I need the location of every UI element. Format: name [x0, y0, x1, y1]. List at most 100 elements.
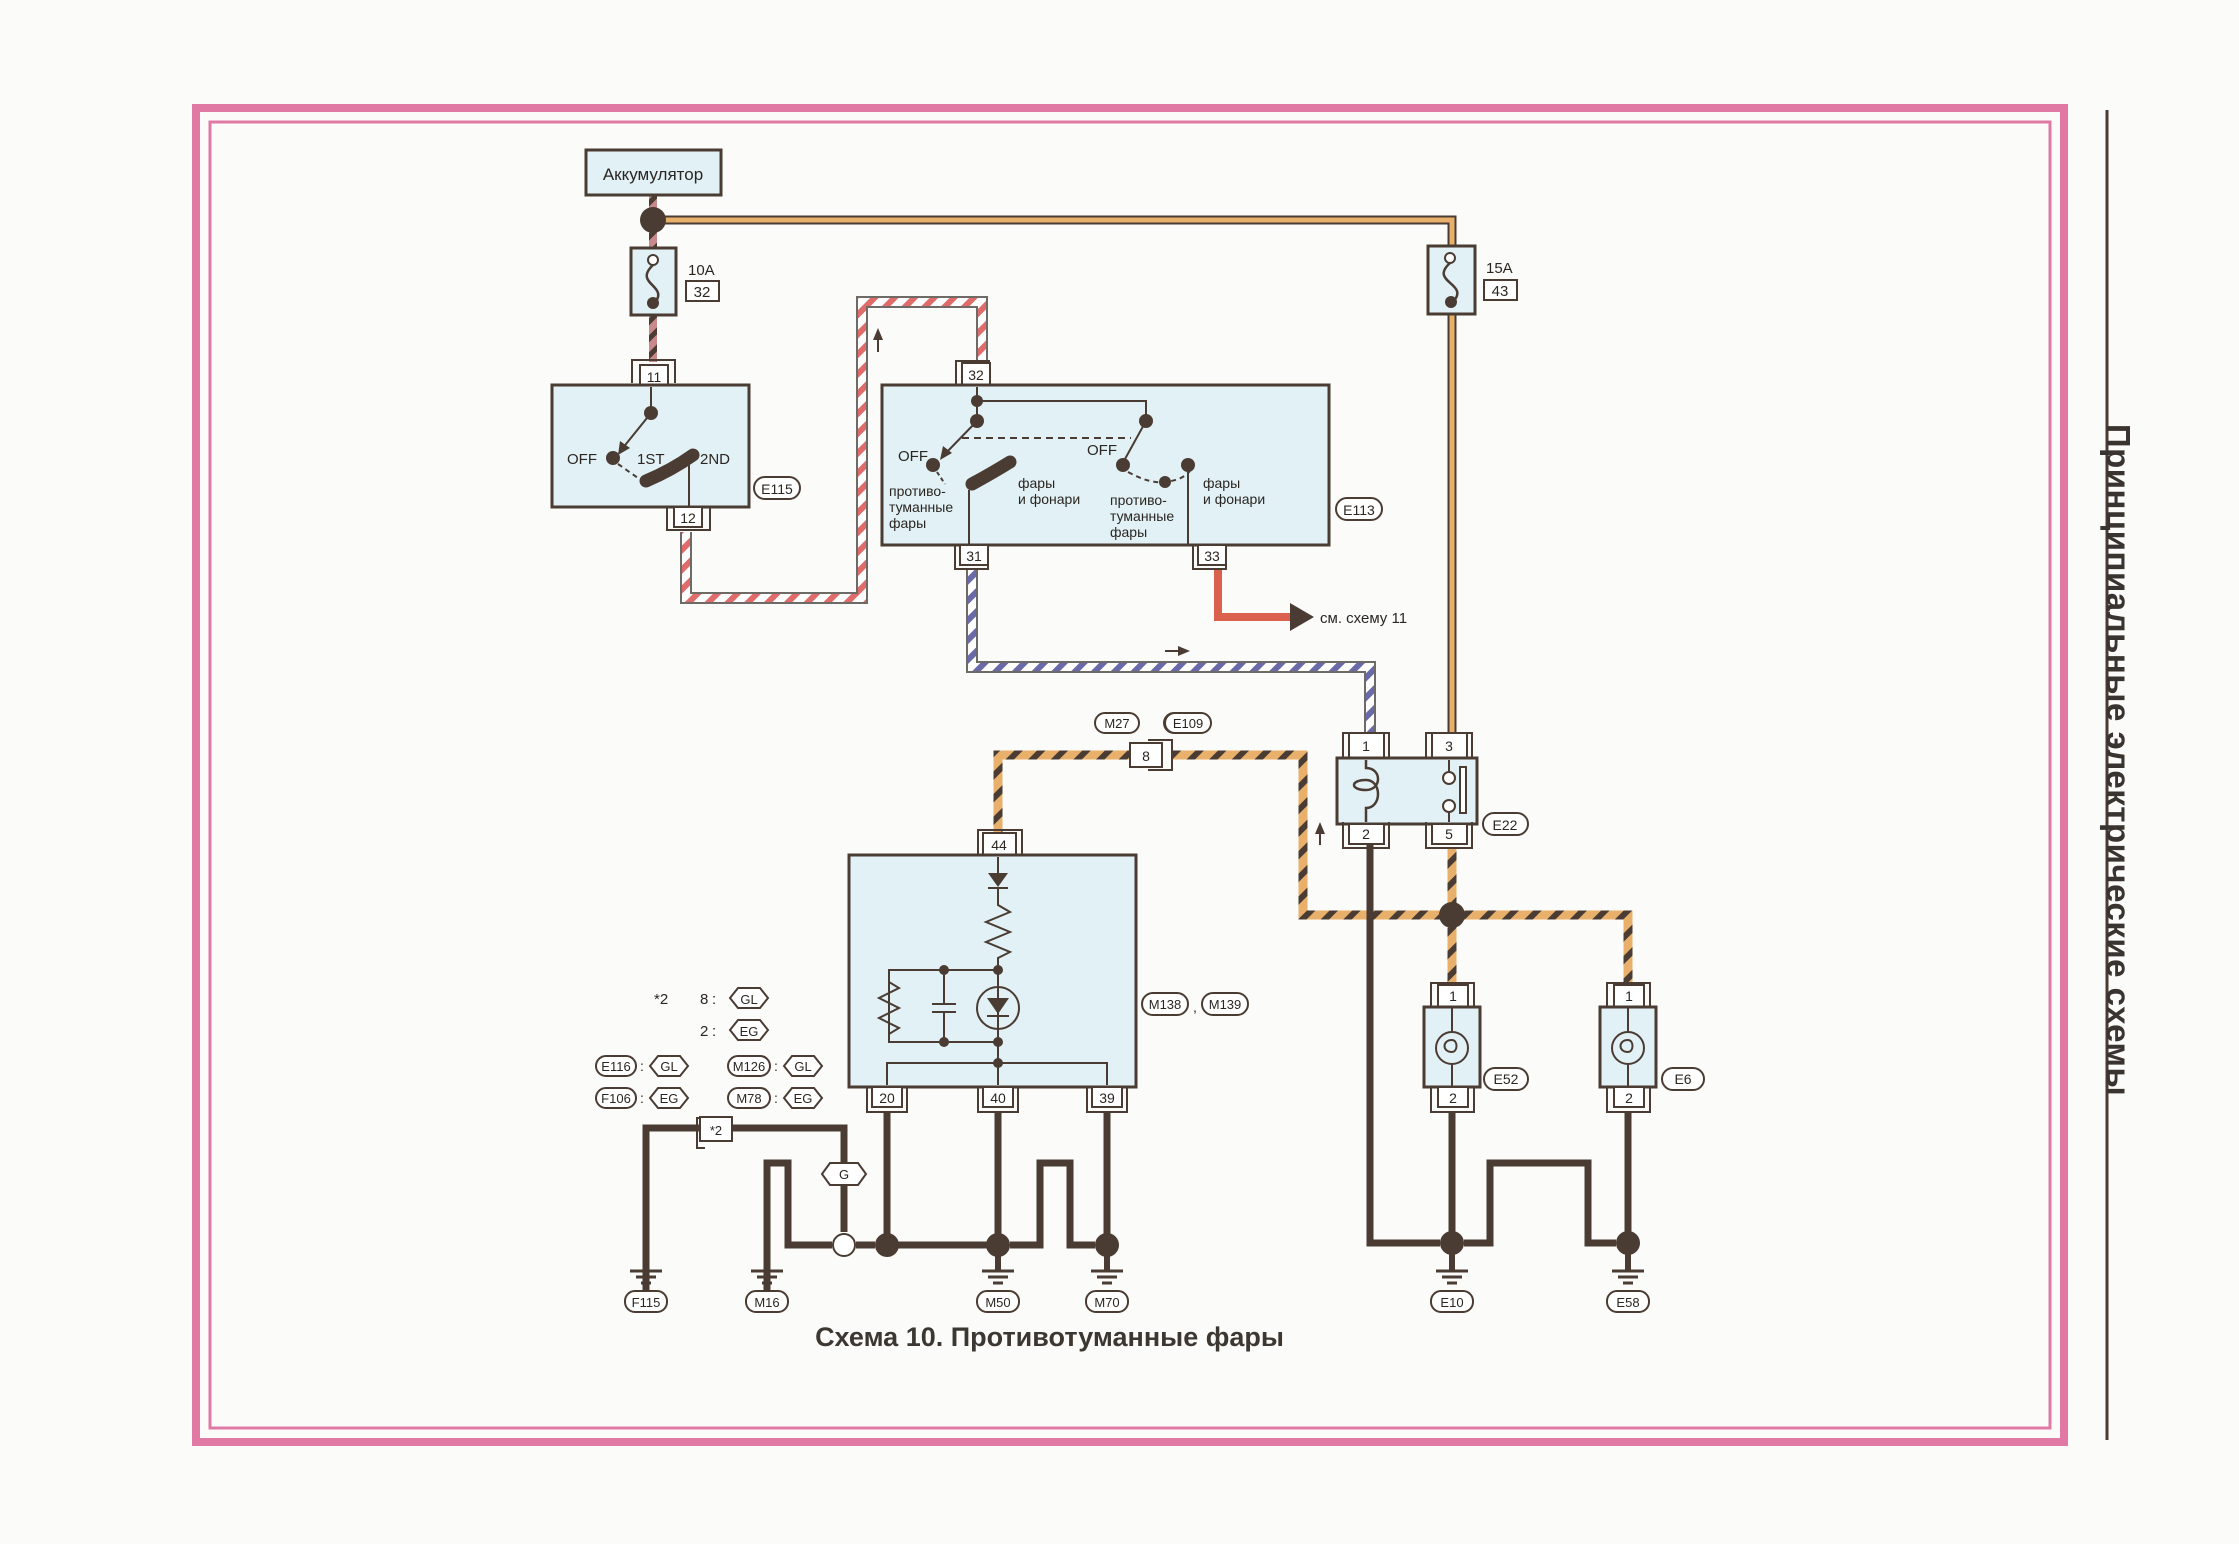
arrow-up-icon — [873, 328, 883, 352]
ground-label: E10 — [1440, 1295, 1463, 1310]
ground-f115: F115 — [624, 1269, 668, 1313]
lamp-e6[interactable]: 1 2 E6 — [1598, 982, 1705, 1113]
battery: Аккумулятор — [584, 148, 723, 197]
wire-switch-to-fog-switch-fill — [682, 298, 986, 602]
reference-scheme-11[interactable]: см. схему 11 — [1320, 610, 1407, 627]
fuse-10a-rating: 10A — [688, 262, 715, 279]
lamp-e6-pin-2: 2 — [1625, 1090, 1633, 1106]
wire-splice-shield — [732, 1124, 848, 1232]
connector-m138: M138 — [1149, 997, 1182, 1012]
pin-20: 20 — [879, 1090, 895, 1106]
connector-e115: E115 — [761, 481, 793, 497]
fog-right-off: OFF — [1087, 442, 1117, 459]
note-f106-value: EG — [660, 1091, 679, 1106]
fuse-10a-number: 32 — [694, 284, 711, 301]
ground-label-badge — [624, 1290, 668, 1313]
note-m126-sep: : — [774, 1058, 778, 1074]
ground-label: M70 — [1094, 1295, 1119, 1310]
splice-connector[interactable]: *2 — [696, 1116, 733, 1149]
note-m126: M126 — [733, 1059, 766, 1074]
wire-m16 — [763, 1159, 832, 1297]
fuse-15a-number: 43 — [1492, 283, 1509, 300]
note-e116-value: GL — [660, 1059, 677, 1074]
arrow-up-relay-icon — [1315, 822, 1325, 845]
pin-33: 33 — [1204, 548, 1220, 564]
notes-legend: *2 8 : GL 2 : EG E116 : GL M126 : GL F10… — [595, 987, 824, 1109]
section-title: Принципиальные электрические схемы — [2100, 423, 2137, 1097]
light-switch-e115[interactable]: 11 OFF 1ST 2ND 12 E115 — [550, 359, 801, 531]
lamp-e52[interactable]: 1 2 E52 — [1422, 982, 1529, 1113]
pin-44: 44 — [991, 837, 1007, 853]
lamp-e6-pin-1: 1 — [1625, 988, 1633, 1004]
note-line-1-right: GL — [740, 992, 757, 1007]
ground-label-badge — [1606, 1290, 1650, 1313]
note-m78-sep: : — [774, 1090, 778, 1106]
note-line-2-left: 2 — [700, 1023, 708, 1040]
pin-31: 31 — [966, 548, 982, 564]
note-line-1-sep: : — [712, 991, 716, 1008]
wire-fog-switch-to-relay-fill — [968, 568, 1374, 735]
wire-m50-loop — [1010, 1159, 1095, 1249]
wire-f115 — [642, 1124, 700, 1297]
relay-pin-1: 1 — [1362, 738, 1370, 754]
pin-32: 32 — [968, 367, 984, 383]
note-f106-sep: : — [640, 1090, 644, 1106]
ground-label-badge — [745, 1290, 789, 1313]
pin-40: 40 — [990, 1090, 1006, 1106]
fuse-15a-rating: 15A — [1486, 260, 1513, 277]
ground-label: E58 — [1616, 1295, 1639, 1310]
note-line-2-right: EG — [740, 1024, 759, 1039]
inline-connector-labels — [1164, 713, 1165, 714]
ground-label: M50 — [985, 1295, 1010, 1310]
connector-separator: , — [1193, 999, 1197, 1015]
connector-e109: E109 — [1173, 716, 1203, 731]
note-m78-value: EG — [794, 1091, 813, 1106]
note-e116-sep: : — [640, 1058, 644, 1074]
battery-label: Аккумулятор — [603, 165, 703, 184]
relay-pin-5: 5 — [1445, 826, 1453, 842]
ground-label-badge — [1430, 1290, 1474, 1313]
ground-label: F115 — [632, 1295, 661, 1310]
note-m126-value: GL — [794, 1059, 811, 1074]
switch-pos-off: OFF — [567, 451, 597, 468]
wire-connector-to-bus — [1172, 750, 1452, 920]
pin-11: 11 — [647, 369, 662, 385]
connector-e22: E22 — [1493, 817, 1518, 833]
connector-e109-badge — [1164, 712, 1212, 734]
connector-m139: M139 — [1209, 997, 1242, 1012]
shield-marker: G — [820, 1162, 868, 1186]
lamp-e52-pin-1: 1 — [1449, 988, 1457, 1004]
relay-pin-3: 3 — [1445, 738, 1453, 754]
figure-caption-wrapper: Схема 10. Противотуманные фары — [0, 1322, 2239, 1353]
inline-pin-8: 8 — [1142, 748, 1150, 764]
switch-pos-1st: 1ST — [637, 451, 665, 468]
note-f106: F106 — [601, 1091, 631, 1106]
ground-e10: E10 — [1430, 1269, 1474, 1313]
ground-m70: M70 — [1085, 1269, 1129, 1313]
arrow-right-small-icon — [1165, 646, 1190, 656]
ground-e58: E58 — [1606, 1269, 1650, 1313]
wire-ground-bridge — [1464, 1159, 1616, 1247]
connector-m27: M27 — [1104, 716, 1129, 731]
wire-relay-ground — [1366, 845, 1440, 1247]
ground-label-badge — [1085, 1290, 1129, 1313]
control-unit[interactable]: 44 20 40 39 — [847, 829, 1249, 1113]
ground-label-badge — [976, 1290, 1020, 1313]
fuse-10a[interactable]: 10A 32 — [629, 246, 720, 317]
note-e116: E116 — [601, 1059, 630, 1074]
splice-label: *2 — [710, 1123, 722, 1138]
relay-e22[interactable]: 1 3 2 5 E22 — [1335, 732, 1529, 849]
note-line-2-sep: : — [712, 1023, 716, 1040]
wire-lamp-e6 — [1452, 910, 1633, 985]
fuse-15a[interactable]: 15A 43 — [1426, 244, 1518, 316]
ground-m16: M16 — [745, 1269, 789, 1313]
figure-caption: Схема 10. Противотуманные фары — [815, 1322, 1284, 1352]
ground-m50: M50 — [976, 1269, 1020, 1313]
